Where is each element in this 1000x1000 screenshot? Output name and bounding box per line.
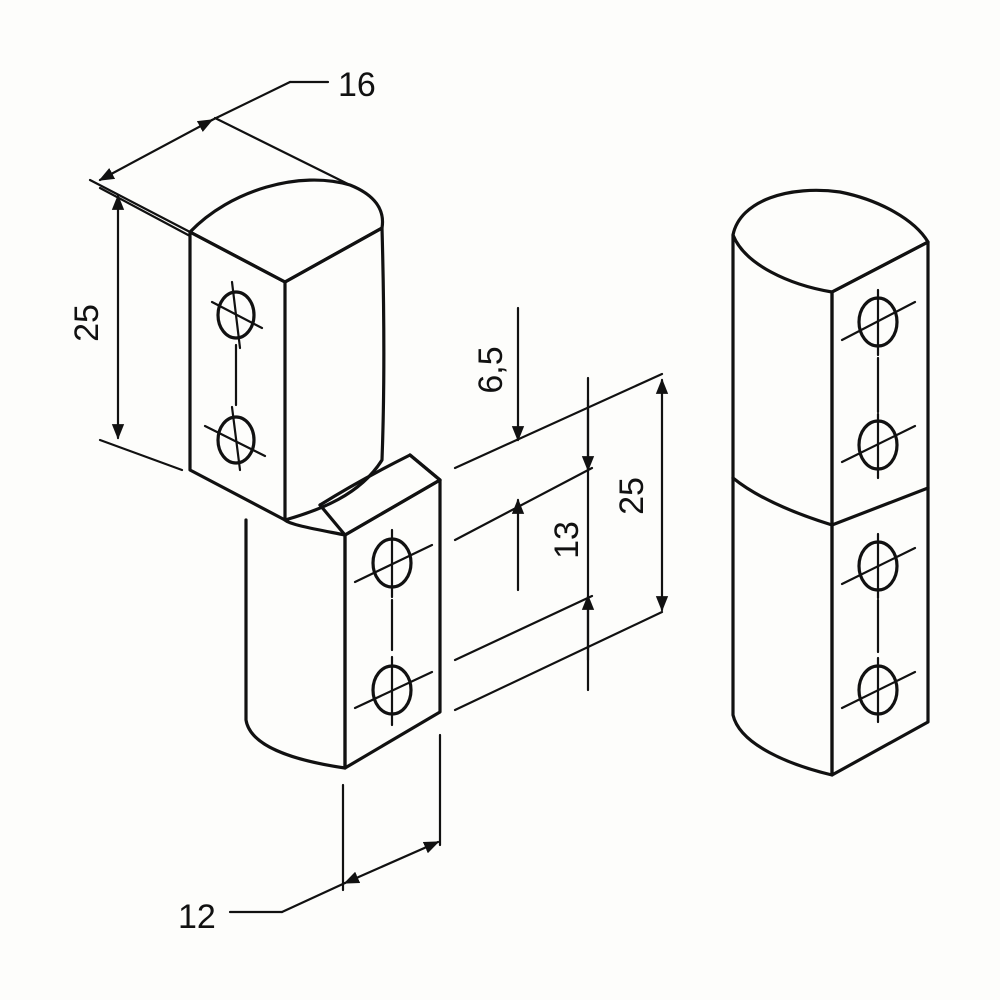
assembled-hinge: [731, 188, 930, 777]
upper-hole-top: [210, 280, 264, 350]
assembled-hole-3: [840, 532, 917, 600]
dim-12: 12: [178, 733, 442, 936]
dim-6-5: 6,5: [472, 306, 525, 592]
lower-hole-top: [353, 528, 434, 599]
dim-25-lower-label: 25: [613, 477, 651, 515]
dim-25-upper-label: 25: [68, 304, 106, 342]
upper-hole-bottom: [203, 405, 267, 472]
dim-25-lower: 25: [613, 378, 669, 612]
assembled-hole-1: [840, 288, 917, 357]
dim-16: 16: [88, 66, 376, 234]
dim-13-label: 13: [548, 521, 586, 559]
dim-6-5-label: 6,5: [472, 346, 510, 393]
lower-hole-bottom: [353, 655, 434, 727]
dim-12-label: 12: [178, 898, 216, 936]
assembled-hole-4: [840, 656, 917, 724]
lower-hinge-block: [244, 453, 442, 770]
upper-hinge-block: [188, 178, 386, 522]
dim-13: 13: [548, 376, 595, 692]
dim-16-label: 16: [338, 66, 376, 104]
assembled-hole-2: [840, 412, 917, 480]
dim-25-upper: 25: [68, 186, 192, 472]
